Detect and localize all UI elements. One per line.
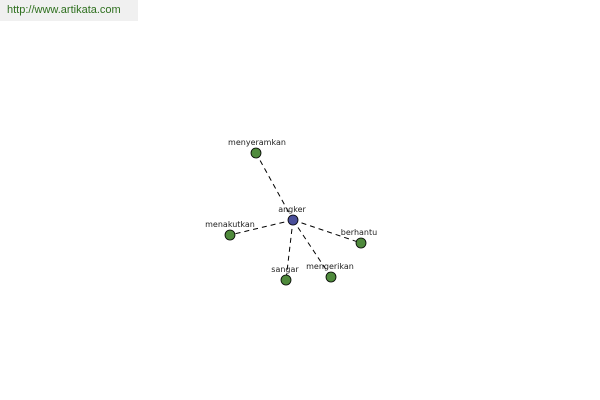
node-angker-label[interactable]: angker	[278, 205, 306, 214]
node-menakutkan-label[interactable]: menakutkan	[205, 220, 255, 229]
edge-angker-menyeramkan	[255, 152, 294, 221]
node-berhantu-circle[interactable]	[355, 237, 367, 249]
node-sangar-circle[interactable]	[280, 274, 292, 286]
nodes-layer: angker menyeramkan menakutkan berhantu sanga…	[205, 138, 377, 286]
node-menyeramkan[interactable]: menyeramkan	[228, 138, 286, 159]
node-sangar-label[interactable]: sangar	[271, 265, 299, 274]
node-berhantu[interactable]: berhantu	[341, 228, 377, 249]
node-berhantu-label[interactable]: berhantu	[341, 228, 377, 237]
node-angker[interactable]: angker	[278, 205, 307, 226]
edges-layer	[229, 152, 362, 281]
source-link[interactable]: http://www.artikata.com	[7, 4, 121, 16]
source-banner: http://www.artikata.com	[0, 0, 138, 21]
edge-angker-mengerikan	[292, 219, 332, 278]
node-mengerikan-label[interactable]: mengerikan	[306, 262, 354, 271]
edge-angker-sangar	[285, 219, 294, 281]
edge-angker-berhantu	[292, 219, 362, 244]
node-menyeramkan-circle[interactable]	[250, 147, 262, 159]
node-menakutkan[interactable]: menakutkan	[205, 220, 255, 241]
edge-angker-menakutkan	[229, 219, 294, 236]
node-mengerikan[interactable]: mengerikan	[306, 262, 354, 283]
node-menyeramkan-label[interactable]: menyeramkan	[228, 138, 286, 147]
node-angker-circle[interactable]	[287, 214, 299, 226]
node-sangar[interactable]: sangar	[271, 265, 299, 286]
node-menakutkan-circle[interactable]	[224, 229, 236, 241]
node-mengerikan-circle[interactable]	[325, 271, 337, 283]
